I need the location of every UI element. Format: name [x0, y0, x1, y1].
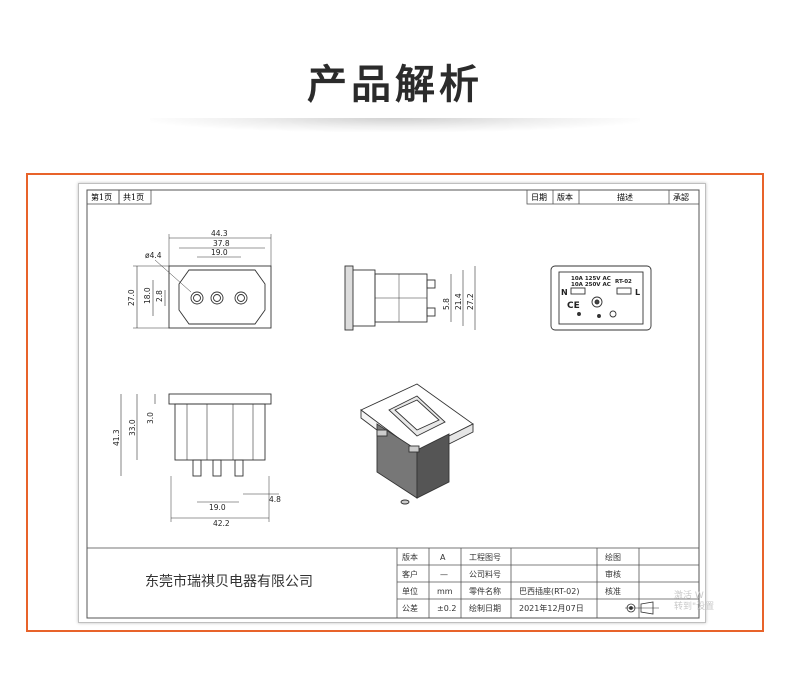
activation-watermark: 激活 W 转到"设置	[674, 591, 714, 613]
dim-height-inner: 18.0	[143, 287, 152, 304]
watermark-line-1: 激活 W	[674, 591, 704, 601]
back-view-labels: 10A 125V AC 10A 250V AC RT-02 N L CE	[561, 276, 640, 311]
page-total: 共1页	[123, 193, 144, 202]
rev-approval: 承認	[673, 192, 689, 202]
tb-key-1: 客户	[402, 569, 418, 579]
watermark-line-2: 转到"设置	[674, 602, 715, 612]
tb-key-2: 公司料号	[469, 569, 501, 579]
dim-side-3: 27.2	[466, 293, 475, 310]
front-view	[133, 234, 272, 329]
title-block	[86, 547, 700, 619]
tb-key-2: 工程图号	[469, 553, 501, 562]
dim-body-height: 33.0	[128, 419, 137, 436]
dim-width-outer: 44.3	[211, 229, 228, 238]
page-title: 产品解析	[307, 62, 483, 108]
title-shadow	[150, 118, 640, 132]
live-label: L	[635, 288, 640, 297]
bottom-view-labels: 41.3 33.0 3.0 19.0 4.8 42.2	[112, 412, 281, 528]
rating-line-2: 10A 250V AC	[571, 282, 611, 288]
rev-description: 描述	[617, 192, 633, 202]
model-label: RT-02	[615, 279, 632, 285]
title-block-row-0: 版本 A 工程图号 绘图	[402, 552, 621, 562]
tb-key-2: 绘制日期	[469, 603, 501, 613]
side-view-labels: 5.8 21.4 27.2	[442, 293, 475, 310]
dim-height-outer: 27.0	[127, 289, 136, 306]
dim-width-inner: 19.0	[211, 248, 228, 257]
dim-pin-pitch: 19.0	[209, 503, 226, 512]
tb-key-3: 审核	[605, 569, 621, 579]
dim-base-width: 42.2	[213, 519, 230, 528]
revision-header: 日期 版本 描述 承認	[526, 189, 700, 205]
tb-key-2: 零件名称	[469, 586, 501, 596]
dim-width-mid: 37.8	[213, 239, 230, 248]
dim-lip: 3.0	[146, 412, 155, 424]
drawing-sheet: 第1页 共1页 日期 版本 描述 承認	[78, 183, 706, 623]
back-view	[550, 265, 652, 331]
dim-pin-width: 4.8	[269, 495, 281, 504]
tb-value-1: ±0.2	[437, 604, 456, 613]
tb-value-1: A	[440, 553, 446, 562]
tb-key-3: 核准	[605, 586, 621, 596]
side-view	[344, 265, 476, 331]
tb-value-1: —	[440, 570, 448, 579]
isometric-view	[360, 383, 474, 505]
projection-symbol-icon	[625, 601, 659, 615]
bottom-view	[120, 393, 279, 522]
tb-key-1: 单位	[402, 586, 418, 596]
neutral-label: N	[561, 288, 568, 297]
dim-side-1: 5.8	[442, 298, 451, 310]
title-block-row-2: 单位 mm 零件名称 巴西插座(RT-02) 核准	[402, 586, 621, 596]
page-box: 第1页 共1页	[86, 189, 152, 205]
rev-version: 版本	[557, 192, 573, 202]
dim-hole: ø4.4	[145, 251, 162, 260]
ce-mark: CE	[567, 301, 580, 311]
tb-value-2: 巴西插座(RT-02)	[519, 586, 579, 596]
tb-key-1: 版本	[402, 552, 418, 562]
company-name: 东莞市瑞祺贝电器有限公司	[145, 573, 313, 590]
tb-value-2: 2021年12月07日	[519, 603, 584, 613]
rev-date: 日期	[531, 193, 547, 202]
dim-total-height: 41.3	[112, 429, 121, 446]
page-no: 第1页	[91, 192, 112, 202]
front-view-labels: 44.3 37.8 19.0 ø4.4 27.0 18.0 2.8	[127, 229, 230, 306]
dim-side-2: 21.4	[454, 293, 463, 310]
technical-drawing: 第1页 共1页 日期 版本 描述 承認	[86, 189, 700, 619]
tb-value-1: mm	[437, 587, 453, 596]
title-block-row-3: 公差 ±0.2 绘制日期 2021年12月07日	[402, 603, 584, 613]
dim-offset: 2.8	[155, 290, 164, 302]
tb-key-1: 公差	[402, 603, 418, 613]
rating-line-1: 10A 125V AC	[571, 276, 611, 282]
title-block-row-1: 客户 — 公司料号 审核	[402, 569, 621, 579]
tb-key-3: 绘图	[605, 552, 621, 562]
